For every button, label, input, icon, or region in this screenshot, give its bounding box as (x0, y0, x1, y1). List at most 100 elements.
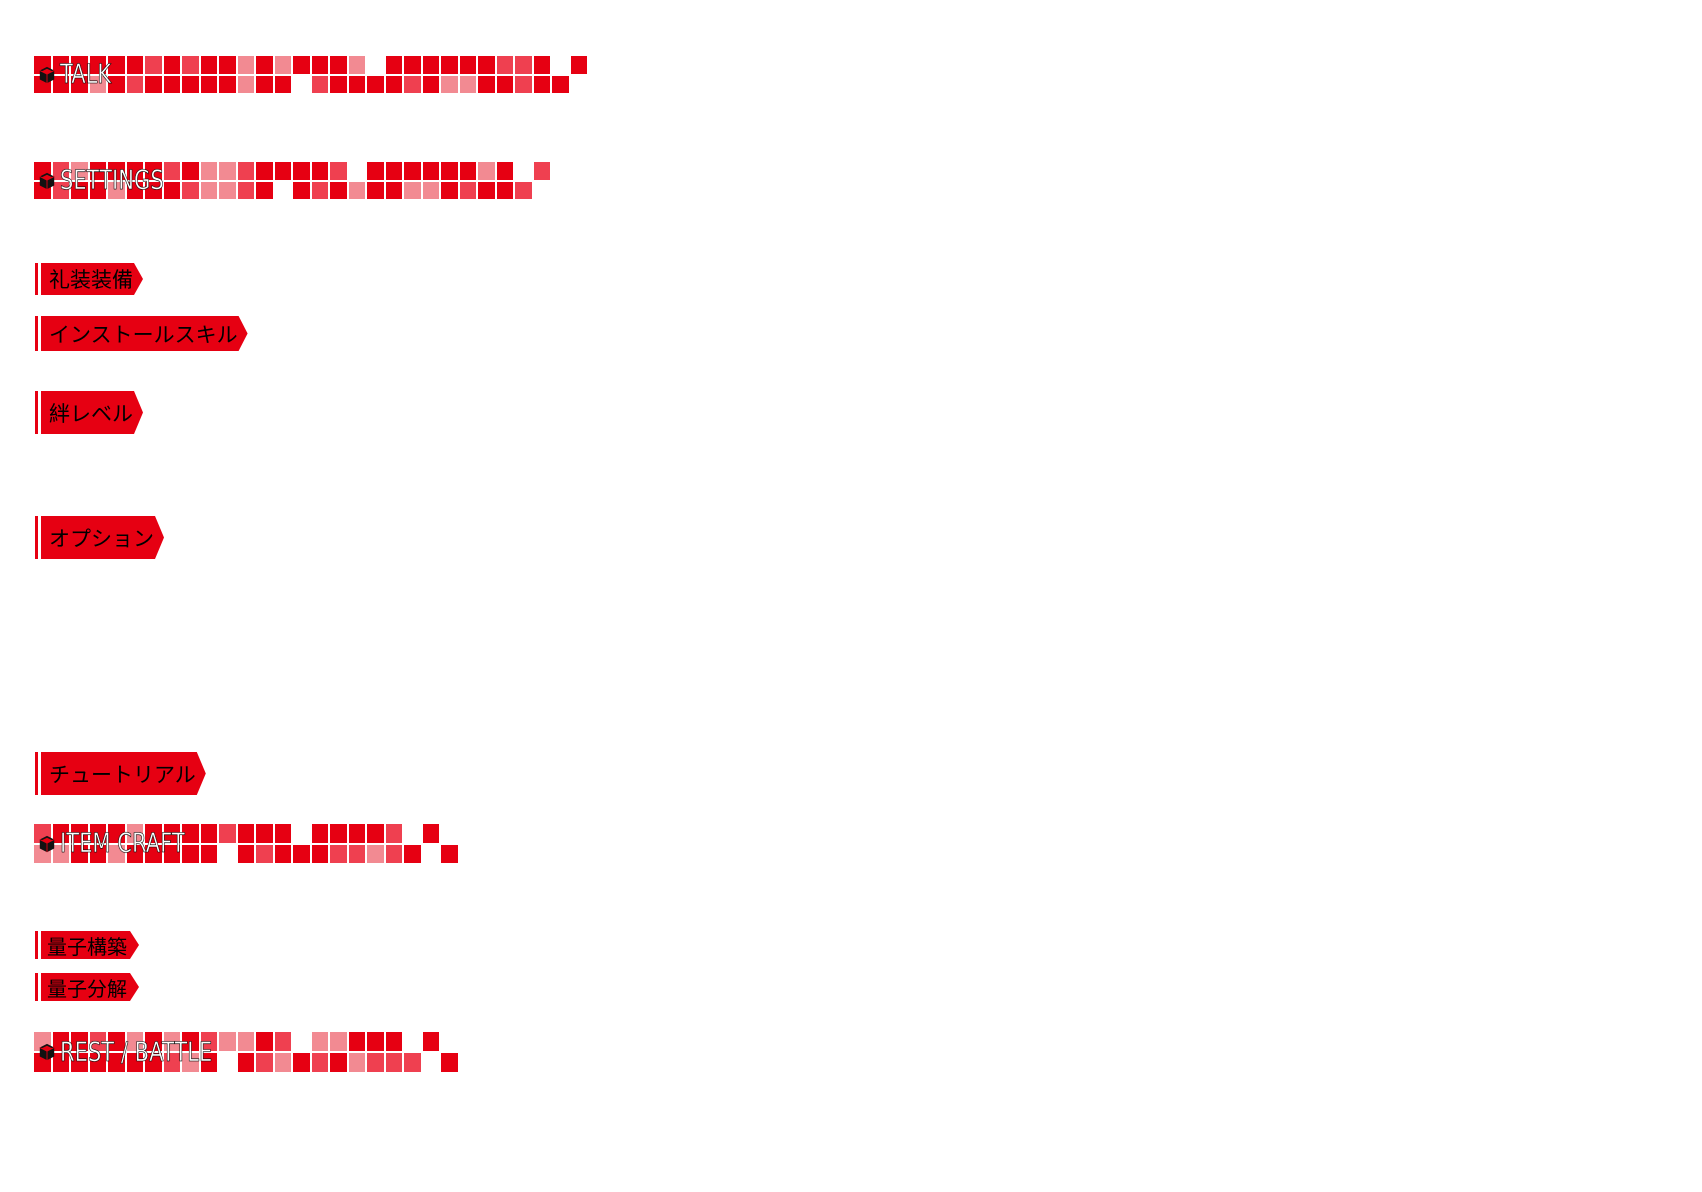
mosaic-cell (478, 75, 495, 93)
mosaic-cell (126, 844, 143, 863)
mosaic-cell (163, 181, 180, 199)
mosaic-cell (126, 1032, 143, 1051)
mosaic-cell (126, 1053, 143, 1072)
mosaic-cell (108, 844, 125, 863)
menu-item-label: 量子構築 (41, 931, 139, 959)
mosaic-cell (515, 56, 532, 74)
mosaic-cell (330, 1032, 347, 1051)
mosaic-cell (422, 75, 439, 93)
cube-icon (39, 835, 55, 852)
mosaic-cell (404, 162, 421, 180)
mosaic-cell (200, 181, 217, 199)
mosaic-cell (108, 1053, 125, 1072)
section-title: REST / BATTLE (60, 1036, 213, 1068)
mosaic-cell (274, 1032, 291, 1051)
mosaic-cell (163, 1053, 180, 1072)
mosaic-cell (385, 1032, 402, 1051)
mosaic-cell (274, 824, 291, 843)
menu-item-tutorial[interactable]: チュートリアル (35, 752, 206, 795)
mosaic-cell (496, 181, 513, 199)
mosaic-cell (311, 75, 328, 93)
section-title: SETTINGS (60, 165, 164, 197)
mosaic-cell (330, 75, 347, 93)
mosaic-cell (89, 824, 106, 843)
mosaic-cell (441, 75, 458, 93)
menu-item-bond-level[interactable]: 絆レベル (35, 391, 143, 434)
mosaic-cell (108, 181, 125, 199)
mosaic-cell (422, 1032, 439, 1051)
mosaic-cell (71, 1053, 88, 1072)
tag-stripe (35, 973, 38, 1001)
mosaic-cell (274, 162, 291, 180)
mosaic-cell (515, 75, 532, 93)
mosaic-cell (459, 162, 476, 180)
section-heading: REST / BATTLE (38, 1032, 255, 1072)
tag-stripe (35, 931, 38, 959)
mosaic-cell (367, 162, 384, 180)
menu-item-label: 量子分解 (41, 973, 139, 1001)
menu-item-quantum-construct[interactable]: 量子構築 (35, 931, 139, 959)
mosaic-cell (311, 56, 328, 74)
mosaic-cell (367, 1053, 384, 1072)
mosaic-cell (404, 844, 421, 863)
mosaic-cell (89, 1032, 106, 1051)
mosaic-cell (237, 1032, 254, 1051)
mosaic-cell (330, 56, 347, 74)
mosaic-cell (52, 1053, 69, 1072)
mosaic-cell (126, 824, 143, 843)
mosaic-cell (182, 844, 199, 863)
mosaic-cell (515, 181, 532, 199)
mosaic-cell (478, 56, 495, 74)
section-title: TALK (60, 59, 112, 91)
mosaic-cell (145, 844, 162, 863)
mosaic-cell (182, 162, 199, 180)
section-header-rest-battle: REST / BATTLE (34, 1032, 465, 1072)
mosaic-cell (348, 56, 365, 74)
mosaic-cell (71, 181, 88, 199)
mosaic-cell (163, 844, 180, 863)
mosaic-cell (108, 56, 125, 74)
mosaic-cell (367, 75, 384, 93)
section-heading: SETTINGS (38, 162, 193, 199)
mosaic-cell (126, 162, 143, 180)
tag-stripe (35, 263, 38, 295)
menu-item-quantum-decompose[interactable]: 量子分解 (35, 973, 139, 1001)
mosaic-cell (311, 181, 328, 199)
mosaic-cell (237, 1053, 254, 1072)
mosaic-cell (385, 181, 402, 199)
menu-item-install-skill[interactable]: インストールスキル (35, 316, 248, 351)
mosaic-cell (52, 1032, 69, 1051)
mosaic-cell (71, 162, 88, 180)
mosaic-cell (145, 1032, 162, 1051)
mosaic-cell (145, 1053, 162, 1072)
menu-item-craft-essence-equip[interactable]: 礼装装備 (35, 263, 143, 295)
menu-item-label: 礼装装備 (41, 263, 143, 295)
mosaic-cell (200, 844, 217, 863)
mosaic-cell (200, 824, 217, 843)
mosaic-cell (200, 75, 217, 93)
mosaic-cell (163, 1032, 180, 1051)
mosaic-cell (385, 56, 402, 74)
mosaic-cell (330, 162, 347, 180)
mosaic-cell (348, 75, 365, 93)
mosaic-cell (570, 56, 587, 74)
mosaic-cell (422, 56, 439, 74)
mosaic-cell (441, 181, 458, 199)
section-heading: TALK (38, 56, 126, 93)
menu-item-label: インストールスキル (41, 316, 248, 351)
mosaic-cell (182, 1032, 199, 1051)
mosaic-cell (163, 75, 180, 93)
mosaic-cell (404, 56, 421, 74)
mosaic-cell (163, 824, 180, 843)
tag-stripe (35, 516, 38, 559)
mosaic-cell (478, 162, 495, 180)
menu-item-options[interactable]: オプション (35, 516, 164, 559)
mosaic-cell (219, 1032, 236, 1051)
mosaic-cell (145, 162, 162, 180)
mosaic-cell (237, 75, 254, 93)
mosaic-cell (441, 56, 458, 74)
mosaic-cell (89, 181, 106, 199)
mosaic-cell (89, 162, 106, 180)
cube-icon (39, 172, 55, 189)
mosaic-cell (71, 56, 88, 74)
